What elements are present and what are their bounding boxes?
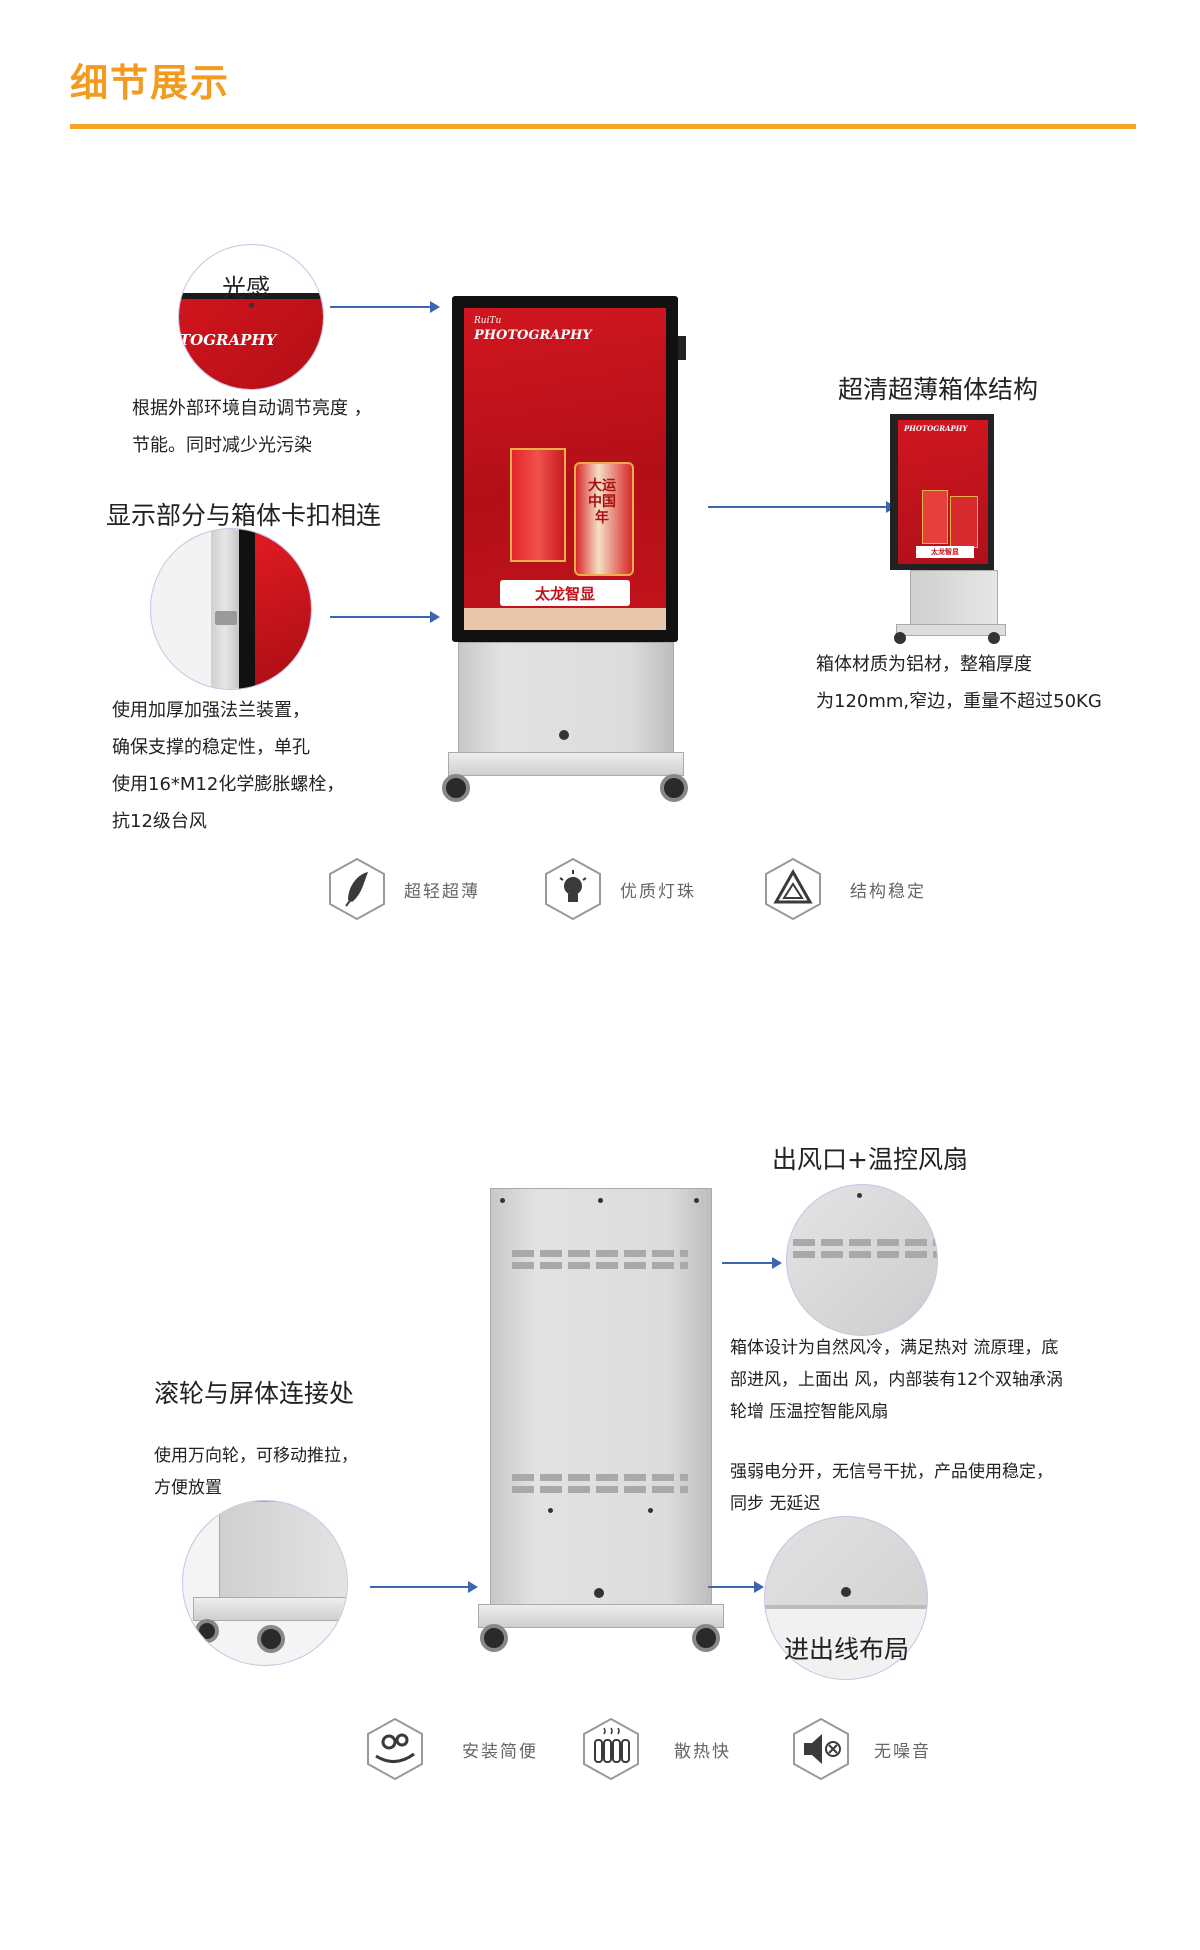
cabinet-arrow xyxy=(708,501,896,513)
kiosk-screen: RuiTu PHOTOGRAPHY 大运中国年 太龙智显 xyxy=(464,308,666,630)
light-sensor-circle-text: TOGRAPHY xyxy=(179,331,277,349)
cabinet-mini-brand: PHOTOGRAPHY xyxy=(904,424,968,433)
clip-description: 使用加厚加强法兰装置， 确保支撑的稳定性，单孔 使用16*M12化学膨胀螺栓， … xyxy=(112,700,345,832)
wheel-heading: 滚轮与屏体连接处 xyxy=(154,1379,355,1408)
rear-wheel-left xyxy=(480,1624,508,1652)
rear-top-vents-2 xyxy=(512,1262,688,1269)
rear-wheel-right xyxy=(692,1624,720,1652)
kiosk-poster-text: 大运中国年 xyxy=(588,478,616,526)
title-underline xyxy=(70,124,1136,129)
light-sensor-arrow xyxy=(330,301,440,313)
rear-cabinet-view xyxy=(478,1188,724,1660)
wiring-description: 强弱电分开，无信号干扰，产品使用稳定， 同步 无延迟 xyxy=(730,1462,1053,1514)
mute-speaker-icon xyxy=(788,1716,854,1782)
wheel-arrow xyxy=(370,1581,478,1593)
bulb-icon xyxy=(540,856,606,922)
kiosk-screen-frame: RuiTu PHOTOGRAPHY 大运中国年 太龙智显 xyxy=(452,296,686,642)
feature-stable-structure: 结构稳定 xyxy=(760,856,926,922)
clip-heading: 显示部分与箱体卡扣相连 xyxy=(106,501,382,530)
clip-arrow xyxy=(330,611,440,623)
feature-fast-cooling: 散热快 xyxy=(578,1716,731,1782)
feature-label: 超轻超薄 xyxy=(404,881,480,902)
kiosk-keyhole xyxy=(559,730,569,740)
wiring-closeup xyxy=(764,1516,928,1680)
light-sensor-closeup: TOGRAPHY xyxy=(178,244,324,390)
light-sensor-description: 根据外部环境自动调节亮度 ， 节能。同时减少光污染 xyxy=(132,398,372,456)
rear-cable-port xyxy=(594,1588,604,1598)
kiosk-banner-text: 太龙智显 xyxy=(534,584,595,603)
kiosk-gift-box-left xyxy=(510,448,566,562)
kiosk-gift-box-right xyxy=(574,462,634,576)
kiosk-brand-small: RuiTu xyxy=(474,316,502,326)
rear-top-vents xyxy=(512,1250,688,1257)
cabinet-description: 箱体材质为铝材，整箱厚度 为120mm,窄边，重量不超过50KG xyxy=(816,654,1102,712)
feature-easy-install: 安装简便 xyxy=(362,1716,538,1782)
cabinet-heading: 超清超薄箱体结构 xyxy=(838,375,1039,404)
product-display-kiosk: RuiTu PHOTOGRAPHY 大运中国年 太龙智显 xyxy=(442,296,688,806)
feature-label: 无噪音 xyxy=(874,1741,931,1762)
fan-arrow xyxy=(722,1257,782,1269)
heat-coil-icon xyxy=(578,1716,644,1782)
wheel-closeup xyxy=(182,1500,348,1666)
feature-label: 结构稳定 xyxy=(850,881,926,902)
section-title: 细节展示 xyxy=(70,61,231,105)
kiosk-wheel-left xyxy=(442,774,470,802)
wheel-description: 使用万向轮，可移动推拉， 方便放置 xyxy=(154,1446,358,1498)
light-sensor-heading: 光感 xyxy=(222,274,270,302)
feature-no-noise: 无噪音 xyxy=(788,1716,931,1782)
feature-ultra-thin: 超轻超薄 xyxy=(324,856,480,922)
feature-label: 优质灯珠 xyxy=(620,881,696,902)
cabinet-side-view: PHOTOGRAPHY 太龙智显 xyxy=(888,414,1006,646)
feather-icon xyxy=(324,856,390,922)
feature-label: 安装简便 xyxy=(462,1741,538,1762)
fan-description: 箱体设计为自然风冷，满足热对 流原理，底 部进风，上面出 风，内部装有12个双轴… xyxy=(730,1338,1064,1422)
rear-bottom-vents xyxy=(512,1474,688,1481)
clip-closeup xyxy=(150,528,312,690)
feature-quality-leds: 优质灯珠 xyxy=(540,856,696,922)
gears-hand-icon xyxy=(362,1716,428,1782)
fan-heading: 出风口+温控风扇 xyxy=(772,1145,968,1174)
feature-label: 散热快 xyxy=(674,1741,731,1762)
triangle-icon xyxy=(760,856,826,922)
wiring-heading: 进出线布局 xyxy=(784,1635,910,1664)
kiosk-base xyxy=(448,752,684,776)
kiosk-wheel-right xyxy=(660,774,688,802)
kiosk-banner: 太龙智显 xyxy=(500,580,630,606)
kiosk-brand-title: PHOTOGRAPHY xyxy=(474,328,592,343)
rear-bottom-vents-2 xyxy=(512,1486,688,1493)
cabinet-mini-banner: 太龙智显 xyxy=(931,548,959,556)
fan-vent-closeup xyxy=(786,1184,938,1336)
wiring-arrow xyxy=(708,1581,764,1593)
